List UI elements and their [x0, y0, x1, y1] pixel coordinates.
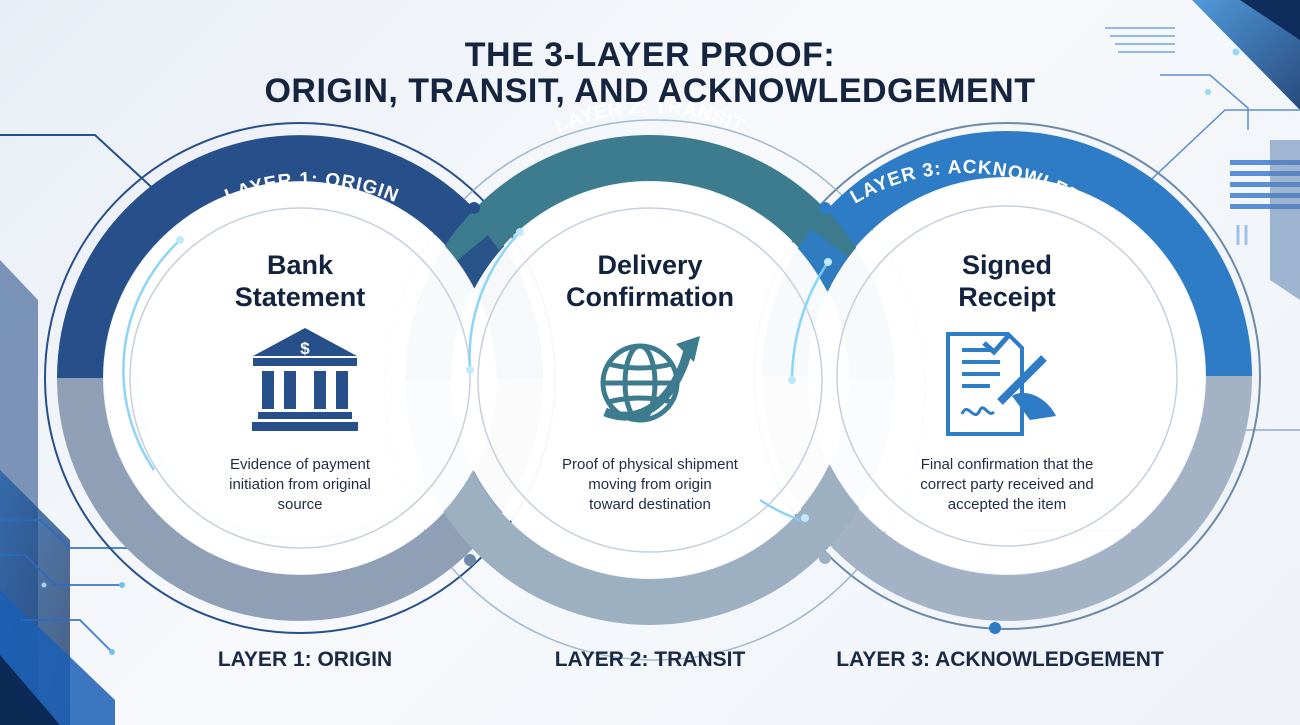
layer-2-description: Proof of physical shipment moving from o… [562, 456, 738, 513]
layer-2-title: Delivery Confirmation [510, 249, 790, 313]
svg-text:$: $ [300, 339, 310, 358]
layer-1-description: Evidence of payment initiation from orig… [229, 456, 371, 513]
layer-3-title-line-1: Signed [961, 250, 1052, 280]
bottom-label-layer-2: LAYER 2: TRANSIT [554, 648, 746, 671]
bottom-label-layer-1: LAYER 1: ORIGIN [217, 648, 393, 671]
layer-1-title-line-2: Statement [234, 282, 366, 312]
layer-2-title-line-2: Confirmation [566, 282, 734, 312]
diagram-title-line-2: ORIGIN, TRANSIT, AND ACKNOWLEDGEMENT [264, 72, 1036, 110]
bottom-label-layer-3: LAYER 3: ACKNOWLEDGEMENT [836, 648, 1164, 671]
layer-1-title-line-1: Bank [266, 250, 334, 280]
globe-arrow-icon [600, 336, 700, 423]
layer-3-description: Final confirmation that the correct part… [920, 456, 1094, 513]
layer-1-title: Bank Statement [180, 249, 420, 313]
layer-3-title: Signed Receipt [877, 249, 1137, 313]
layer-2-title-line-1: Delivery [597, 250, 703, 280]
signed-document-icon [946, 332, 1056, 436]
bank-icon: $ [252, 328, 358, 431]
diagram-title-line-1: THE 3-LAYER PROOF: [464, 36, 836, 74]
layer-3-title-line-2: Receipt [958, 282, 1056, 312]
